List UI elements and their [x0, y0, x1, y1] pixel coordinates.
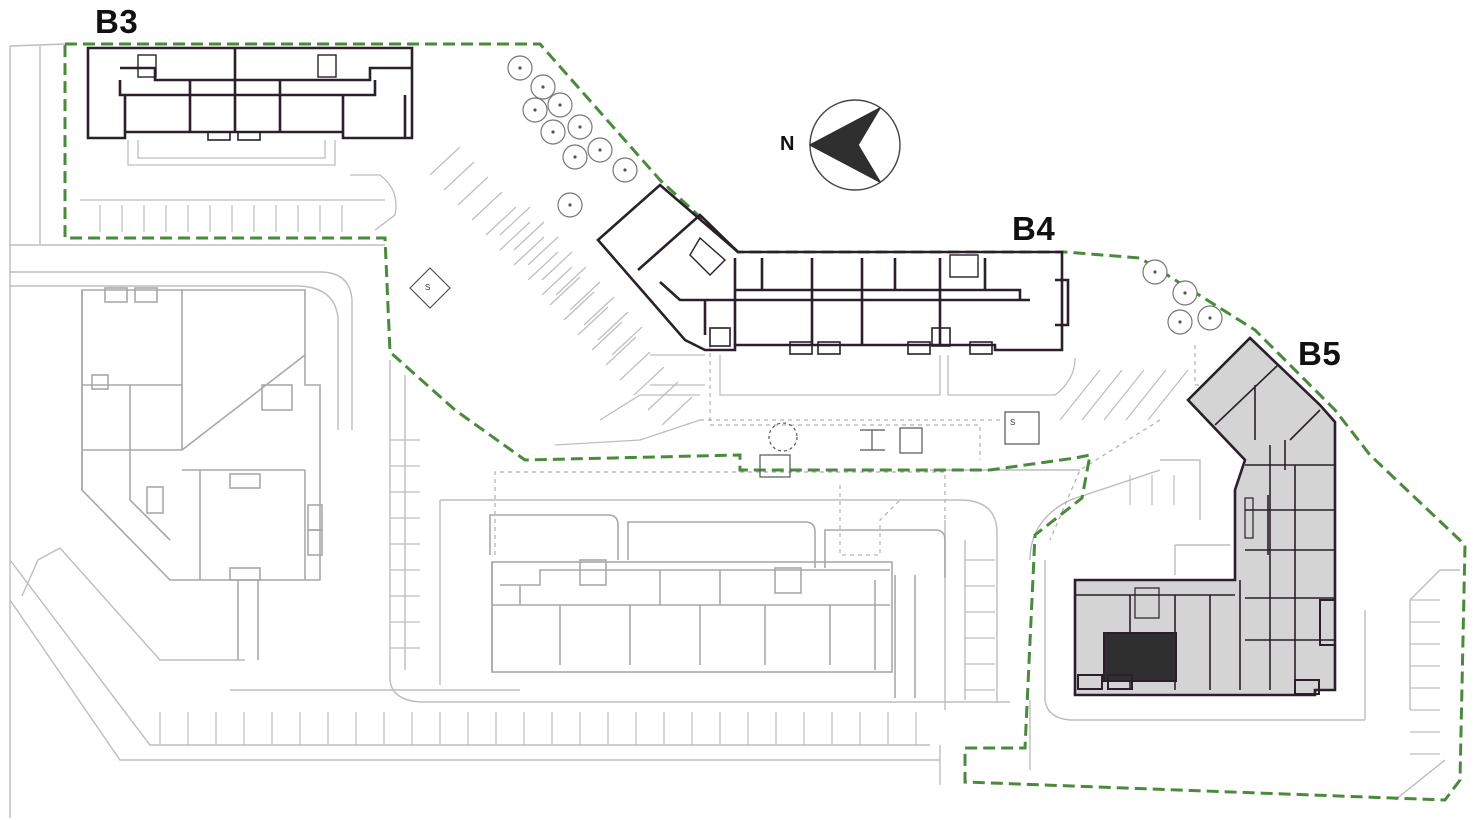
- parking-stall-line: [633, 366, 665, 396]
- tree-icon: [540, 119, 566, 145]
- tree-icon: [1197, 305, 1223, 331]
- tree-icon: [507, 55, 533, 81]
- building-west-context: [81, 287, 323, 660]
- tree-icon: [567, 114, 593, 140]
- building-b3: [86, 46, 414, 141]
- tree-icon: [522, 97, 548, 123]
- building-label-b4: B4: [1012, 210, 1056, 247]
- stair-symbol-label: S: [1010, 418, 1016, 427]
- b5-dark-core: [1103, 632, 1177, 682]
- stair-symbol-label: S: [425, 283, 431, 292]
- parking-stall-line: [443, 161, 475, 191]
- building-label-b5: B5: [1298, 335, 1342, 372]
- parking-stall-line: [647, 381, 679, 411]
- parking-stall-line: [527, 251, 559, 281]
- building-central-context: [489, 514, 946, 698]
- parking-stall-line: [577, 306, 609, 336]
- parking-stall-line: [541, 251, 573, 281]
- parking-stall-line: [1059, 369, 1101, 421]
- parking-stall-line: [485, 206, 517, 236]
- parking-stall-line: [457, 176, 489, 206]
- tree-icon: [562, 144, 588, 170]
- parking-stall-line: [611, 326, 643, 356]
- parking-stall-line: [619, 351, 651, 381]
- parking-stall-line: [605, 336, 637, 366]
- tree-icon: [1172, 280, 1198, 306]
- tree-icon: [1167, 309, 1193, 335]
- parking-stalls: [99, 146, 1440, 755]
- parking-stall-line: [429, 146, 461, 176]
- road-network: [9, 43, 1460, 818]
- parking-stall-line: [513, 221, 545, 251]
- tree-icon: [612, 157, 638, 183]
- site-furniture: [409, 267, 1040, 478]
- parking-stall-line: [549, 276, 581, 306]
- site-boundary: [63, 42, 1467, 802]
- parking-stall-line: [555, 266, 587, 296]
- north-label: N: [780, 133, 795, 155]
- parking-stall-line: [661, 396, 693, 426]
- parking-stall-line: [1125, 369, 1167, 421]
- b5-interior: [1075, 364, 1335, 690]
- parking-stall-line: [513, 236, 545, 266]
- service-paths: [494, 345, 1215, 556]
- parking-stall-line: [583, 296, 615, 326]
- tree-group: [507, 55, 1223, 335]
- b4-forecourt: [554, 354, 1076, 446]
- tree-icon: [557, 192, 583, 218]
- parking-stall-line: [499, 206, 531, 236]
- parking-stall-line: [569, 281, 601, 311]
- tree-icon: [587, 137, 613, 163]
- tree-icon: [1142, 259, 1168, 285]
- b3-walkway: [80, 140, 397, 231]
- building-label-b3: B3: [95, 3, 139, 40]
- parking-stall-line: [499, 221, 531, 251]
- parking-stall-line: [541, 266, 573, 296]
- tree-icon: [530, 74, 556, 100]
- parking-stall-line: [1081, 369, 1123, 421]
- parking-stall-line: [527, 236, 559, 266]
- parking-stall-line: [597, 311, 629, 341]
- parking-stall-line: [563, 291, 595, 321]
- parking-stall-line: [471, 191, 503, 221]
- parking-stall-line: [1103, 369, 1145, 421]
- tree-icon: [547, 92, 573, 118]
- b5-surrounds: [1077, 599, 1336, 695]
- parking-stall-line: [1147, 369, 1189, 421]
- building-b4: [596, 183, 1070, 355]
- parking-stall-line: [591, 321, 623, 351]
- north-arrow-icon: [809, 99, 901, 191]
